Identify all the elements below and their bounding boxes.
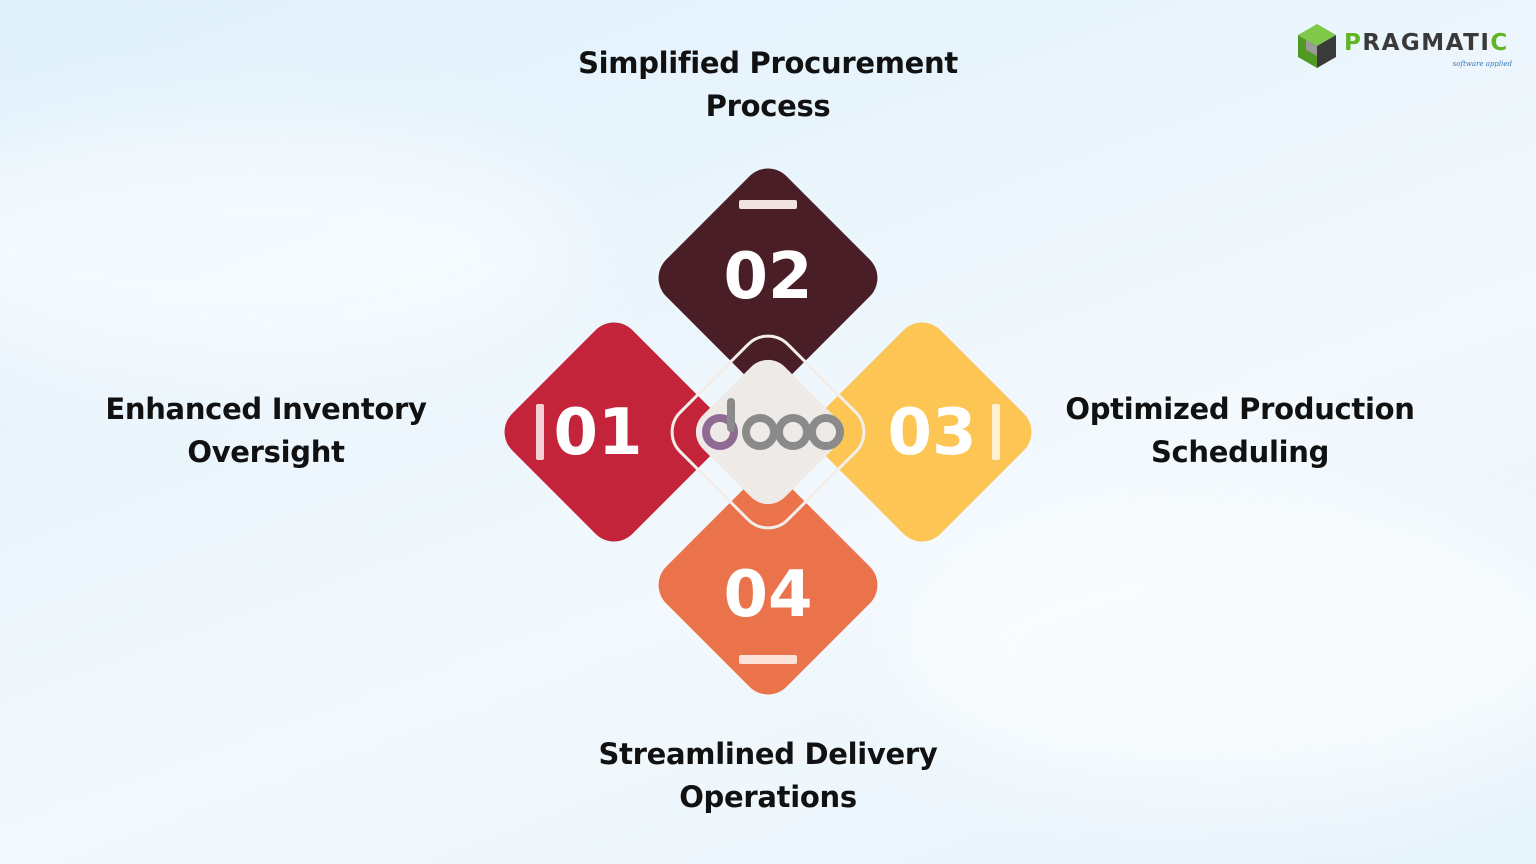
- pragmatic-tagline: software applied: [1452, 60, 1512, 68]
- label-03-line-2: Scheduling: [1150, 435, 1330, 469]
- pragmatic-logo: PRAGMATIC software applied: [1292, 20, 1518, 74]
- label-04-line-1: Streamlined Delivery: [598, 737, 938, 771]
- diamond-02-number: 02: [723, 240, 812, 314]
- odoo-logo: odoo: [702, 398, 844, 450]
- label-02-line-1: Simplified Procurement: [578, 46, 958, 80]
- label-04: Streamlined Delivery Operations: [518, 733, 1018, 819]
- pragmatic-cube-icon: [1298, 24, 1336, 68]
- label-03: Optimized Production Scheduling: [1020, 388, 1460, 474]
- diamond-03-number: 03: [887, 396, 976, 470]
- diamond-02: 02: [658, 168, 878, 388]
- center-odoo-tile: [670, 334, 866, 530]
- label-02: Simplified Procurement Process: [518, 42, 1018, 128]
- wordmark-last-letter: C: [1490, 30, 1509, 56]
- diamond-04-number: 04: [723, 558, 812, 632]
- pragmatic-wordmark: PRAGMATIC: [1344, 30, 1509, 56]
- diamond-01-bar: [536, 404, 544, 460]
- label-02-line-2: Process: [705, 89, 831, 123]
- label-01-line-1: Enhanced Inventory: [105, 392, 427, 426]
- diamond-04: 04: [658, 475, 878, 695]
- diamond-04-dash: [739, 655, 797, 664]
- diamond-02-dash: [739, 200, 797, 209]
- diamond-03-bar: [992, 404, 1000, 460]
- label-04-line-2: Operations: [679, 780, 857, 814]
- label-01-line-2: Oversight: [187, 435, 345, 469]
- label-01: Enhanced Inventory Oversight: [56, 388, 476, 474]
- diamond-01-number: 01: [553, 396, 642, 470]
- label-03-line-1: Optimized Production: [1065, 392, 1415, 426]
- wordmark-middle: RAGMATI: [1362, 30, 1491, 56]
- wordmark-first-letter: P: [1344, 30, 1363, 56]
- diamond-01: 01: [504, 322, 724, 542]
- diamond-03: 03: [812, 322, 1032, 542]
